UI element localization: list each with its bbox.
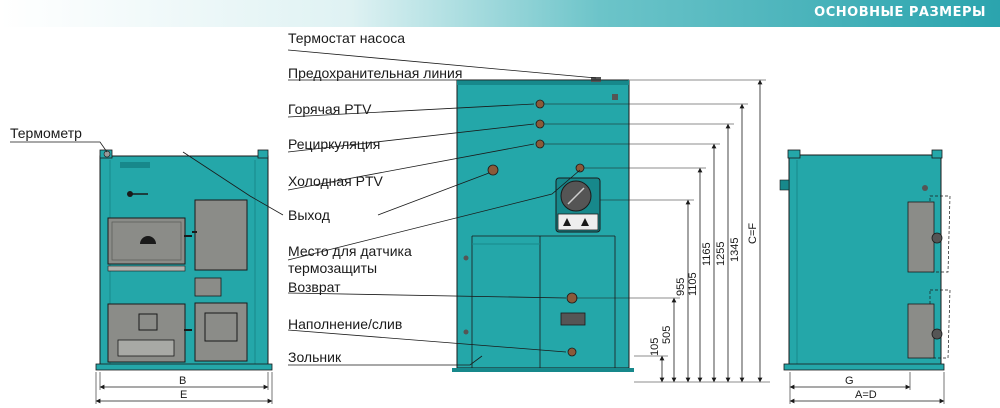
cold-ptv-port <box>535 139 545 149</box>
hot-ptv-port <box>535 99 545 109</box>
dim-1165: 1165 <box>701 242 713 266</box>
label-ash-pan: Зольник <box>288 349 342 365</box>
pump-thermostat-port <box>591 77 601 82</box>
side-door-upper <box>194 199 248 271</box>
label-return: Возврат <box>288 279 341 295</box>
side-lower-door <box>907 303 935 359</box>
cleaning-hatch <box>560 312 586 326</box>
dim-955: 955 <box>675 278 687 296</box>
label-recirculation: Рециркуляция <box>288 136 380 152</box>
section-title: ОСНОВНЫЕ РАЗМЕРЫ <box>814 5 986 20</box>
return-port <box>566 292 578 304</box>
label-thermometer: Термометр <box>10 125 82 141</box>
dim-a-d: A=D <box>855 389 877 401</box>
dim-1255: 1255 <box>715 242 727 266</box>
dim-505: 505 <box>661 326 673 344</box>
leader-lines <box>10 49 628 366</box>
dim-c-f: C=F <box>747 223 759 244</box>
brand-plate <box>120 162 150 168</box>
label-pump-thermostat: Термостат насоса <box>288 30 405 46</box>
boiler-side-view <box>779 149 951 404</box>
boiler-front-view <box>95 149 273 404</box>
boiler-rear-view <box>452 77 634 372</box>
height-dimensions <box>544 79 770 383</box>
dim-1105: 1105 <box>687 272 699 296</box>
label-outlet: Выход <box>288 207 330 223</box>
label-fill-drain: Наполнение/слив <box>288 316 402 332</box>
recirculation-port <box>535 119 545 129</box>
fill-drain-port <box>567 347 577 357</box>
dim-e: E <box>180 389 187 401</box>
label-sensor-place: Место для датчика <box>288 243 412 259</box>
dim-1345: 1345 <box>729 238 741 262</box>
side-upper-door <box>907 201 935 273</box>
label-sensor-place-cont: термозащиты <box>288 260 377 276</box>
label-cold-ptv: Холодная PTV <box>288 173 384 189</box>
dim-g: G <box>845 375 854 387</box>
header-band <box>0 0 1000 27</box>
dim-b: B <box>179 375 186 387</box>
label-hot-ptv: Горячая PTV <box>288 101 372 117</box>
label-safety-line: Предохранительная линия <box>288 65 462 81</box>
dim-105: 105 <box>649 338 661 356</box>
thermometer-icon <box>103 150 111 158</box>
side-door-lower <box>194 302 248 362</box>
